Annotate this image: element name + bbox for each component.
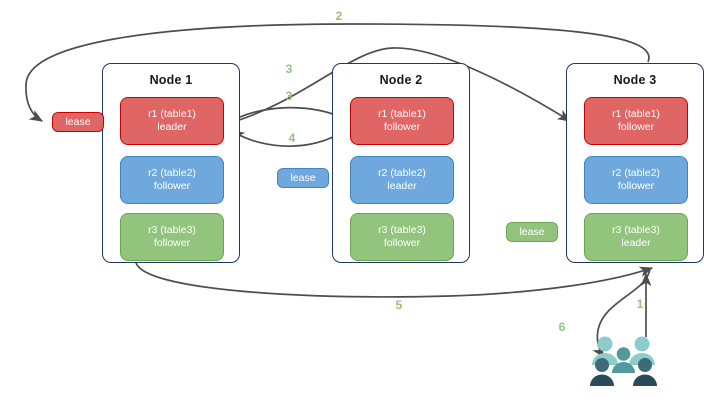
- node-2-title: Node 2: [379, 73, 423, 87]
- step-label-3b: 3: [285, 89, 293, 103]
- node-3[interactable]: Node 3 r1 (table1) follower r2 (table2) …: [566, 63, 704, 263]
- step-label-1: 1: [636, 297, 644, 311]
- lease-chip-r1[interactable]: lease: [52, 112, 104, 132]
- node-3-replica-r1-line2: follower: [617, 121, 655, 133]
- step-label-3a: 3: [285, 62, 293, 76]
- edge-5-n1-to-n3: [135, 262, 654, 298]
- node-3-replica-r3-line2: leader: [621, 237, 651, 249]
- step-label-6: 6: [558, 320, 566, 334]
- users-icon: [590, 336, 657, 386]
- node-1-replica-r3[interactable]: r3 (table3) follower: [120, 213, 224, 261]
- node-1-replica-r1-line1: r1 (table1): [148, 108, 196, 121]
- node-2-replica-r2-line1: r2 (table2): [378, 167, 426, 180]
- node-3-replica-r3-line1: r3 (table3): [612, 224, 660, 237]
- step-label-2: 2: [335, 9, 343, 23]
- node-1-replica-r1[interactable]: r1 (table1) leader: [120, 97, 224, 145]
- edge-3-n1-to-n3: [225, 47, 572, 125]
- edge-2-lease-transfer: [25, 23, 650, 122]
- node-2-replica-r1-line2: follower: [383, 121, 421, 133]
- node-3-replica-r2-line1: r2 (table2): [612, 167, 660, 180]
- node-1-replica-r1-line2: leader: [157, 121, 187, 133]
- node-3-replica-r3[interactable]: r3 (table3) leader: [584, 213, 688, 261]
- node-2-replica-r1-line1: r1 (table1): [378, 108, 426, 121]
- node-1-replica-r2[interactable]: r2 (table2) follower: [120, 156, 224, 204]
- node-1[interactable]: Node 1 r1 (table1) leader r2 (table2) fo…: [102, 63, 240, 263]
- node-3-replica-r2[interactable]: r2 (table2) follower: [584, 156, 688, 204]
- step-label-5: 5: [395, 298, 403, 312]
- node-2-replica-r2-line2: leader: [387, 180, 417, 192]
- node-1-replica-r2-line1: r2 (table2): [148, 167, 196, 180]
- node-1-title: Node 1: [149, 73, 193, 87]
- node-2-replica-r1[interactable]: r1 (table1) follower: [350, 97, 454, 145]
- lease-chip-r2[interactable]: lease: [277, 168, 329, 188]
- node-1-replica-r3-line2: follower: [153, 237, 191, 249]
- node-1-replica-r3-line1: r3 (table3): [148, 224, 196, 237]
- node-3-replica-r2-line2: follower: [617, 180, 655, 192]
- node-2[interactable]: Node 2 r1 (table1) follower r2 (table2) …: [332, 63, 470, 263]
- node-2-replica-r3[interactable]: r3 (table3) follower: [350, 213, 454, 261]
- edge-3-n1-to-n2: [225, 106, 350, 125]
- node-2-replica-r3-line2: follower: [383, 237, 421, 249]
- node-3-replica-r1[interactable]: r1 (table1) follower: [584, 97, 688, 145]
- node-2-replica-r2[interactable]: r2 (table2) leader: [350, 156, 454, 204]
- edge-6-n3-to-users: [592, 267, 651, 359]
- node-1-replica-r2-line2: follower: [153, 180, 191, 192]
- lease-chip-r3[interactable]: lease: [506, 222, 558, 242]
- node-3-replica-r1-line1: r1 (table1): [612, 108, 660, 121]
- node-2-replica-r3-line1: r3 (table3): [378, 224, 426, 237]
- step-label-4: 4: [288, 131, 296, 145]
- node-3-title: Node 3: [613, 73, 657, 87]
